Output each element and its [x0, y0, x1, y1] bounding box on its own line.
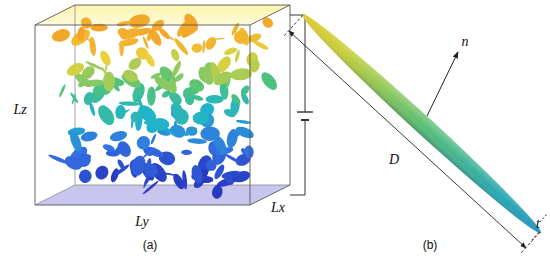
disk [230, 67, 253, 81]
disk [211, 184, 224, 200]
disk [183, 126, 198, 137]
disk [121, 67, 140, 85]
bottom-electrode [35, 185, 290, 205]
normal-arrow [427, 52, 458, 116]
disk [182, 170, 188, 190]
disk [83, 79, 105, 88]
disk [169, 48, 181, 63]
disk [211, 69, 234, 88]
disk [65, 60, 86, 78]
disk [119, 40, 124, 56]
dimension-label: t [536, 217, 540, 231]
disk [77, 168, 93, 185]
disk [216, 147, 221, 167]
disk [187, 138, 207, 145]
disk [95, 102, 118, 127]
disk [82, 91, 95, 106]
disk [129, 110, 142, 123]
disk [180, 25, 198, 40]
disk [63, 153, 85, 172]
disk [173, 72, 185, 83]
panel-label: (a) [143, 239, 158, 251]
disk [192, 111, 209, 125]
disk [88, 36, 97, 56]
disk [130, 154, 148, 177]
disk [235, 119, 251, 125]
disk [191, 43, 203, 54]
disk [128, 12, 152, 29]
axis-label: Ly [135, 215, 149, 229]
disk [258, 69, 280, 92]
disk [183, 93, 195, 106]
disk [69, 92, 79, 104]
disk [260, 15, 275, 29]
disk [93, 163, 111, 182]
axis-label: Lz [13, 103, 26, 117]
disk [222, 172, 236, 187]
disk [211, 134, 229, 157]
disk [223, 152, 242, 164]
disk [68, 26, 93, 49]
disk [116, 158, 126, 170]
dimension-lines [284, 15, 548, 253]
disk [150, 134, 157, 145]
disk [190, 164, 205, 185]
disk [174, 108, 190, 125]
disk [225, 128, 239, 149]
disk [203, 35, 218, 52]
disk [98, 49, 113, 67]
disk [181, 150, 192, 156]
disk [115, 139, 134, 160]
disk [234, 49, 241, 62]
axis-label: Lx [271, 201, 285, 215]
disk [215, 37, 225, 39]
box-edges [35, 5, 290, 205]
disk [205, 95, 223, 104]
disk [134, 133, 153, 152]
disk [223, 107, 237, 119]
disk [147, 27, 164, 47]
disk [116, 26, 130, 39]
disk-particles [48, 11, 281, 199]
disk [239, 84, 251, 97]
disk [58, 83, 66, 97]
box-edges [35, 5, 290, 205]
disk [102, 143, 116, 153]
disk [103, 72, 115, 92]
disk [173, 37, 190, 56]
dimension-label: D [389, 153, 399, 167]
disk [116, 20, 131, 28]
disk [230, 93, 243, 107]
disk [143, 51, 157, 68]
disk [115, 108, 130, 118]
disk [244, 145, 254, 159]
disk [109, 129, 128, 143]
disk [68, 129, 84, 153]
disk [151, 118, 170, 131]
disk [204, 158, 219, 173]
vector-label: n [462, 35, 469, 49]
disk [50, 27, 71, 44]
disk [144, 163, 159, 177]
disk [147, 86, 156, 106]
disk [142, 174, 150, 188]
ellipsoid-particle [296, 7, 547, 239]
disk [167, 78, 178, 95]
disk [231, 28, 250, 47]
disk [202, 40, 206, 53]
disk [76, 26, 86, 42]
disk [247, 32, 263, 44]
disk [142, 180, 160, 195]
panel-label: (b) [423, 239, 438, 251]
disk [142, 36, 150, 50]
